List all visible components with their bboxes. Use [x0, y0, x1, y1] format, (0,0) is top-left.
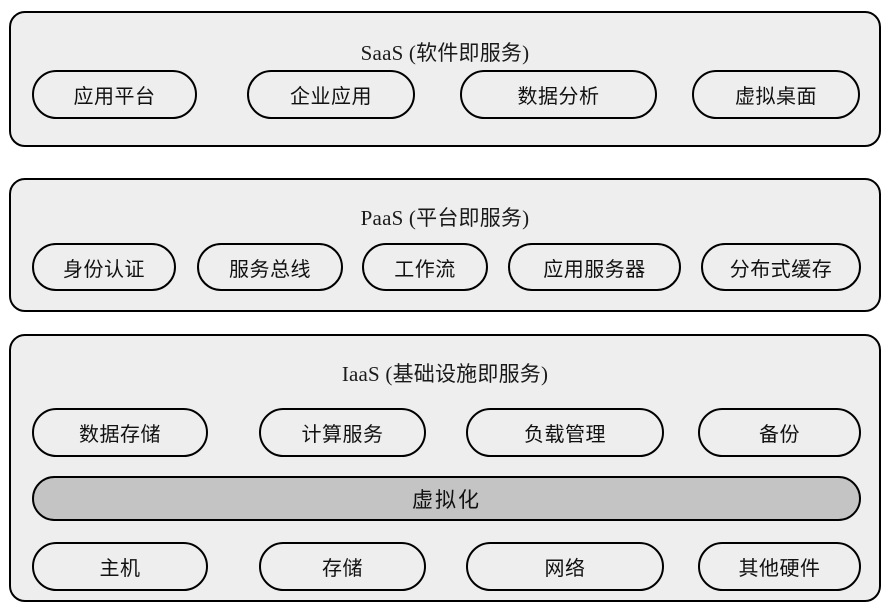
pill-iaas-storage[interactable]: 存储: [259, 542, 426, 591]
pill-paas-distributed-cache[interactable]: 分布式缓存: [701, 243, 861, 291]
pill-iaas-backup[interactable]: 备份: [698, 408, 861, 457]
pill-saas-application-platform[interactable]: 应用平台: [32, 70, 197, 119]
pill-iaas-load-management[interactable]: 负载管理: [466, 408, 664, 457]
layer-paas: PaaS (平台即服务) 身份认证 服务总线 工作流 应用服务器 分布式缓存: [9, 178, 881, 312]
pill-iaas-compute-service[interactable]: 计算服务: [259, 408, 426, 457]
pill-paas-workflow[interactable]: 工作流: [362, 243, 488, 291]
pill-iaas-data-storage[interactable]: 数据存储: [32, 408, 208, 457]
pill-iaas-other-hardware[interactable]: 其他硬件: [698, 542, 861, 591]
pill-iaas-virtualization[interactable]: 虚拟化: [32, 476, 861, 521]
layer-iaas: IaaS (基础设施即服务) 数据存储 计算服务 负载管理 备份 虚拟化 主机 …: [9, 334, 881, 602]
pill-paas-service-bus[interactable]: 服务总线: [197, 243, 343, 291]
pill-saas-virtual-desktop[interactable]: 虚拟桌面: [692, 70, 860, 119]
pill-saas-data-analytics[interactable]: 数据分析: [460, 70, 657, 119]
pill-saas-enterprise-application[interactable]: 企业应用: [247, 70, 415, 119]
layer-saas: SaaS (软件即服务) 应用平台 企业应用 数据分析 虚拟桌面: [9, 11, 881, 147]
pill-iaas-host[interactable]: 主机: [32, 542, 208, 591]
pill-paas-application-server[interactable]: 应用服务器: [508, 243, 681, 291]
pill-iaas-network[interactable]: 网络: [466, 542, 664, 591]
layer-iaas-title: IaaS (基础设施即服务): [341, 362, 549, 386]
pill-paas-identity-authentication[interactable]: 身份认证: [32, 243, 176, 291]
layer-saas-title: SaaS (软件即服务): [360, 41, 530, 65]
layer-paas-title: PaaS (平台即服务): [360, 206, 530, 230]
